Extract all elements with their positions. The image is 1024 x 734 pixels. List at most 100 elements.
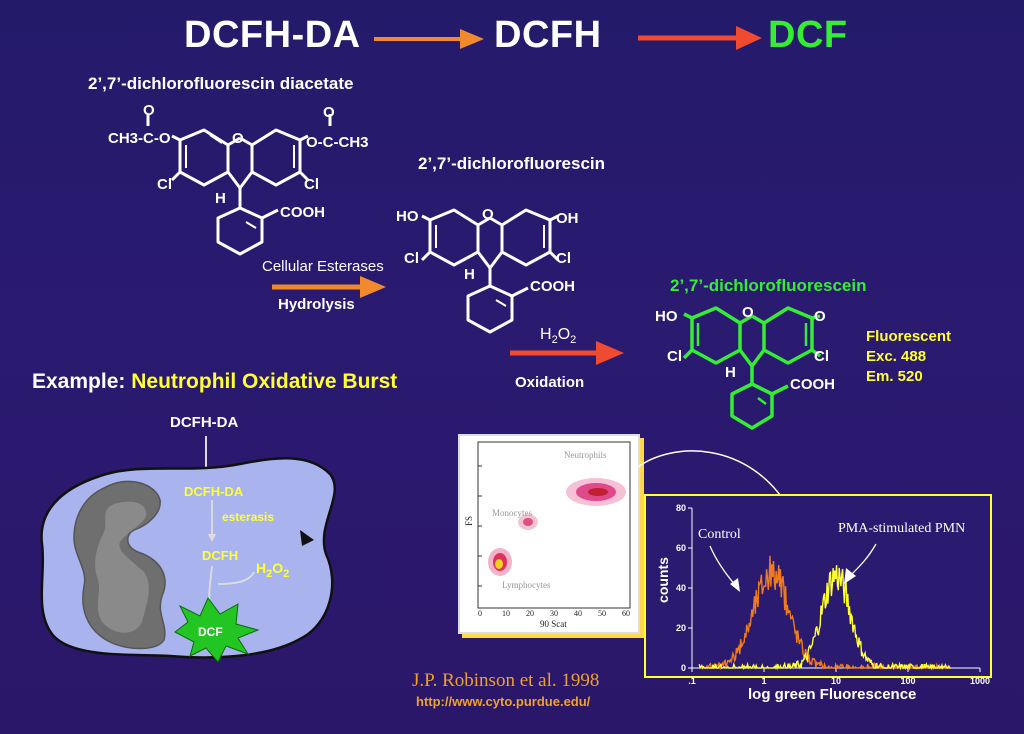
cell-h: H [256, 560, 267, 576]
cell-sub1: 2 [266, 567, 273, 580]
mol1-h: H [215, 190, 226, 207]
hist-ytick-label: 40 [676, 583, 686, 593]
orange-arrow-icon [272, 276, 386, 298]
cell-outside-label: DCFH-DA [170, 414, 239, 431]
mol3-name: 2’,7’-dichlorofluorescein [670, 276, 867, 295]
step2-top: H2O2 [540, 326, 576, 346]
hist-xtick-label: 10 [831, 676, 841, 686]
mol1-o-top-right: O [323, 104, 335, 121]
mol1-o-top-left: O [143, 102, 155, 119]
title-dcf: DCF [768, 14, 848, 56]
cell-h2o2-label: H2O2 [256, 560, 289, 580]
citation-author: J.P. Robinson et al. 1998 [412, 670, 600, 691]
hist-ytick-label: 20 [676, 623, 686, 633]
cell-dcfh-label: DCFH [202, 548, 239, 563]
scatter-plot: FS 90 Scat Neutrophils Monocytes Lymphoc… [458, 434, 640, 634]
example-highlight: Neutrophil Oxidative Burst [131, 370, 398, 393]
mol1-right-group: O-C-CH3 [306, 134, 369, 151]
hist-control-arrowhead [730, 578, 740, 592]
scatter-ticks [478, 465, 482, 587]
example-heading: Example: Neutrophil Oxidative Burst [32, 370, 397, 394]
cell-inside-label: DCFH-DA [184, 484, 244, 499]
scatter-pop-lymphocytes: Lymphocytes [502, 580, 551, 590]
mol1-cooh: COOH [280, 204, 325, 221]
mol2-h: H [464, 266, 475, 283]
mol3-h: H [725, 364, 736, 381]
mol1-left-group: CH3-C-O [108, 130, 171, 147]
orange-arrow-icon [374, 29, 484, 49]
neutrophil-cluster [566, 478, 626, 506]
mol2-cooh: COOH [530, 278, 575, 295]
mol2-name: 2’,7’-dichlorofluorescin [418, 154, 606, 173]
mol1-structure [146, 114, 332, 256]
mol3-fluor-1: Fluorescent [866, 328, 952, 345]
cell-sub2: 2 [283, 567, 290, 580]
hist-control-series [699, 555, 951, 671]
hist-xtick-label: .1 [688, 676, 696, 686]
cell-esterase-label: esterasis [222, 510, 275, 524]
title-dcfh: DCFH [494, 14, 602, 56]
mol3-cl-right: Cl [814, 348, 829, 365]
mol2-ring-o: O [482, 206, 494, 223]
mol3-cooh: COOH [790, 376, 835, 393]
hist-xtick-label: 1 [761, 676, 766, 686]
mol3-fluor-2: Exc. 488 [866, 348, 927, 365]
histogram-panel [644, 494, 992, 678]
citation-url[interactable]: http://www.cyto.purdue.edu/ [416, 694, 591, 709]
scatter-xtick: 30 [550, 609, 558, 618]
step2-h: H [540, 326, 552, 343]
step1-bottom: Hydrolysis [278, 296, 355, 313]
mol2-oh: OH [556, 210, 579, 227]
hist-pma-arrow [849, 543, 877, 577]
lymphocyte-cluster [488, 548, 512, 576]
red-arrow-icon [638, 26, 762, 50]
mol3-cl-left: Cl [667, 348, 682, 365]
hist-pma-arrowhead [844, 568, 856, 584]
scatter-xtick: 40 [574, 609, 582, 618]
cell-o: O [272, 560, 284, 576]
hist-control-label: Control [698, 527, 741, 542]
scatter-ylabel: FS [464, 515, 475, 527]
monocyte-cluster [518, 514, 538, 530]
mol3-structure [682, 306, 822, 430]
scatter-xtick: 20 [526, 609, 534, 618]
title-dcfh-da: DCFH-DA [184, 14, 361, 56]
scatter-xtick: 50 [598, 609, 606, 618]
hist-xlabel: log green Fluorescence [748, 686, 917, 703]
hist-pma-series [698, 565, 951, 671]
mol1-name: 2’,7’-dichlorofluorescin diacetate [88, 74, 354, 93]
mol2-cl-left: Cl [404, 250, 419, 267]
scatter-xtick: 0 [478, 609, 482, 618]
hist-xtick-label: 100 [900, 676, 915, 686]
cell-dcf-label: DCF [198, 625, 223, 639]
scatter-xtick: 10 [502, 609, 510, 618]
mol3-ring-o: O [742, 304, 754, 321]
mol3-ho: HO [655, 308, 678, 325]
mol1-cl-right: Cl [304, 176, 319, 193]
mol2-ho: HO [396, 208, 419, 225]
hist-ytick-label: 0 [681, 663, 686, 673]
mol3-keto-o: O [814, 308, 826, 325]
step2-o: O [557, 326, 571, 343]
step2-sub2: 2 [570, 334, 577, 347]
mol2-cl-right: Cl [556, 250, 571, 267]
hist-control-arrow [709, 545, 737, 587]
red-arrow-icon [510, 341, 624, 365]
mol2-structure [420, 208, 560, 334]
step1-top: Cellular Esterases [262, 258, 384, 275]
scatter-svg [477, 441, 631, 609]
step2-bottom: Oxidation [515, 374, 585, 391]
scatter-xlabel: 90 Scat [540, 619, 567, 629]
hist-ytick-label: 80 [676, 503, 686, 513]
scatter-xtick: 60 [622, 609, 630, 618]
scatter-pop-neutrophils: Neutrophils [564, 450, 607, 460]
hist-xtick-label: 1000 [970, 676, 990, 686]
hist-ylabel: counts [654, 557, 671, 603]
step2-sub1: 2 [551, 334, 558, 347]
hist-pma-label: PMA-stimulated PMN [838, 521, 966, 536]
mol3-fluor-3: Em. 520 [866, 368, 923, 385]
example-prefix: Example: [32, 370, 126, 393]
mol1-cl-left: Cl [157, 176, 172, 193]
cell-diagram [40, 436, 337, 663]
